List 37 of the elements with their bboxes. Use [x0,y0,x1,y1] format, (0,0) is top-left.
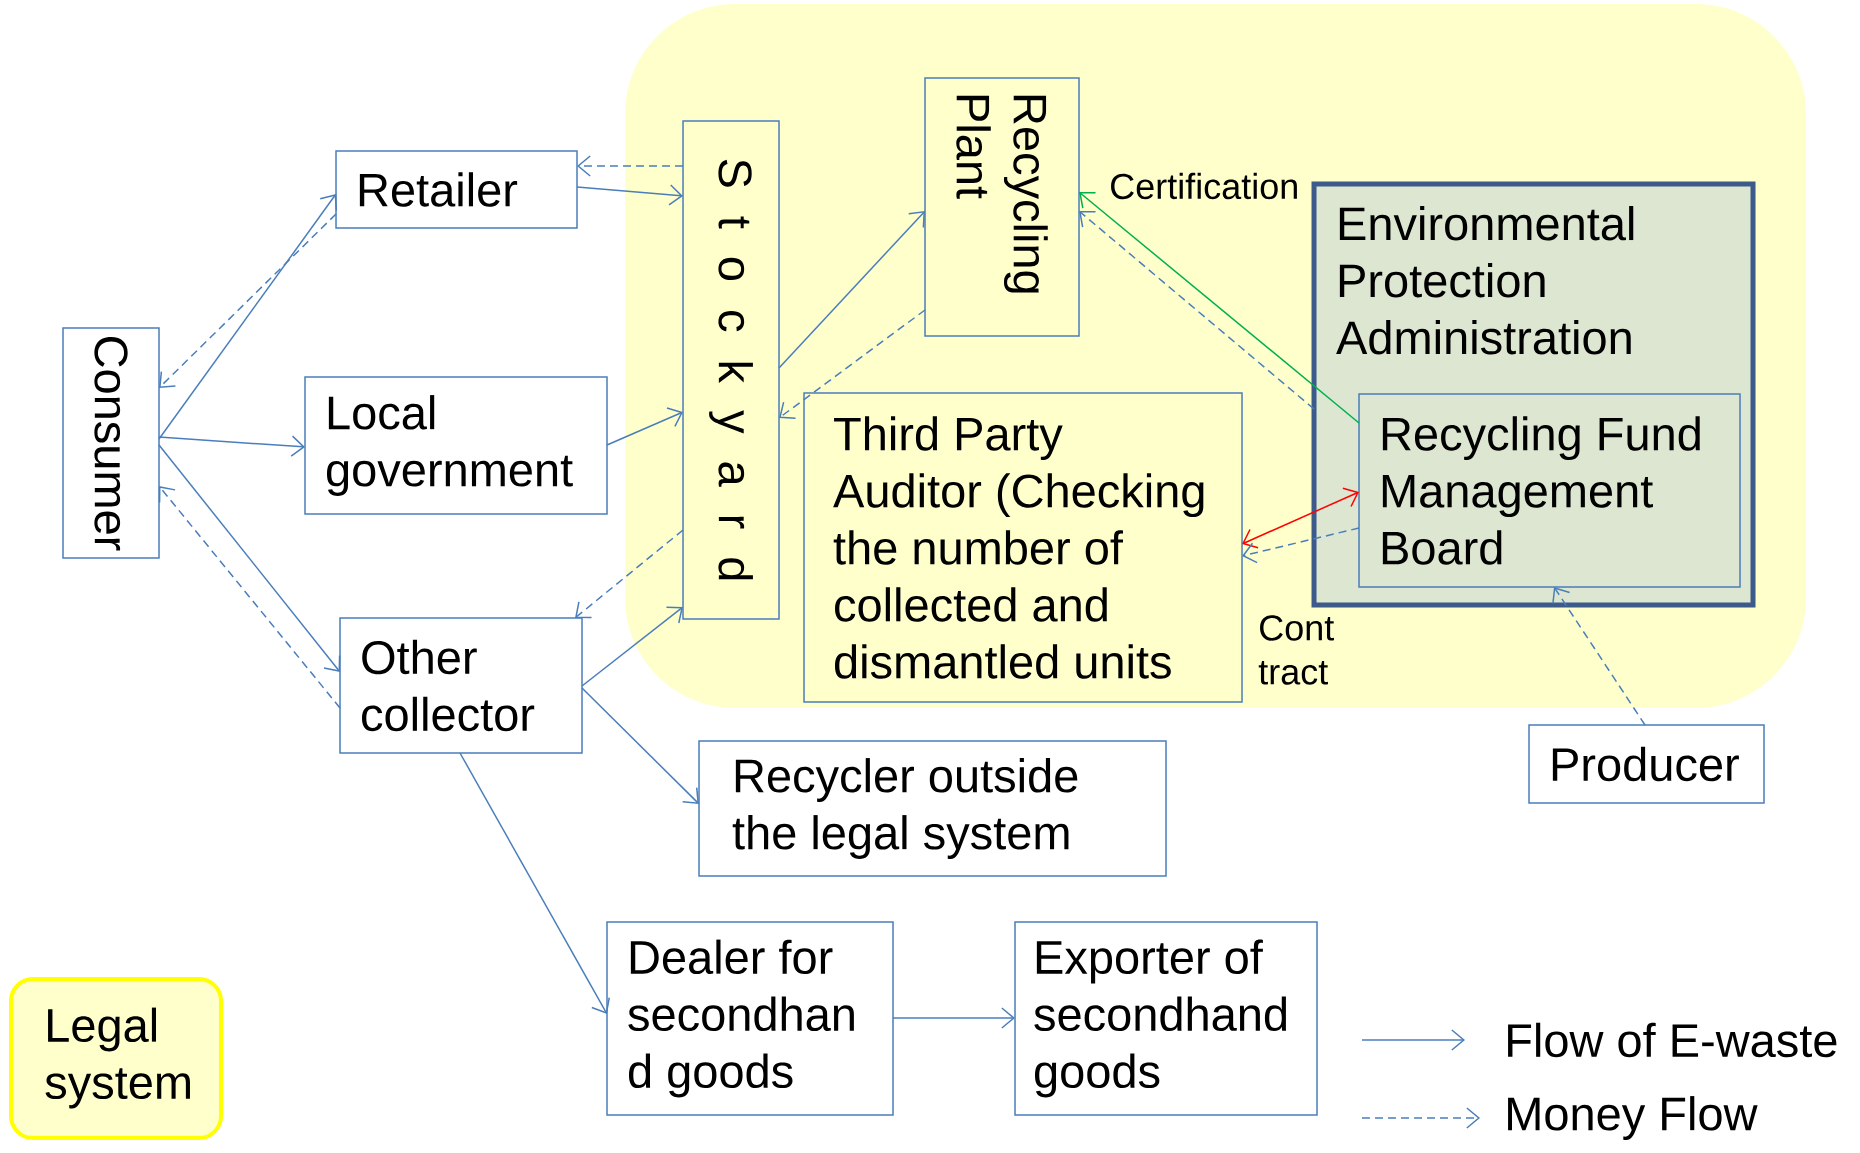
dashed-arrow [577,155,684,177]
entity-box: Exporter of secondhand goods [1014,921,1318,1116]
entity-box: Other collector [339,617,583,754]
arrow [158,194,338,440]
annotation-text: Cont tract [1258,615,1334,685]
entity-box: Producer [1528,724,1765,804]
entity-box: Dealer for secondhan d goods [606,921,894,1116]
entity-box: S t o c k y a r d [682,120,780,620]
arrow [1079,191,1360,424]
arrow [459,752,610,1014]
arrow [606,407,683,446]
arrow [581,687,699,804]
entity-box: Recycler outside the legal system [698,740,1167,877]
arrow [158,444,341,672]
entity-box: Consumer [62,327,160,559]
arrow [581,606,683,687]
entity-box: Local government [304,376,608,515]
arrow [892,1007,1015,1029]
dashed-arrow [159,213,337,388]
entity-box: Third Party Auditor (Checking the number of collected and dismantled units [803,392,1243,703]
annotation-text: Certification [1111,172,1297,200]
legend-text: Money Flow [1508,1096,1758,1140]
dashed-arrow [1242,527,1360,564]
entity-box: Recycling Fund Management Board [1358,393,1741,588]
entity-box: Recycling Plant [924,77,1080,337]
double-arrow [1242,487,1359,549]
legend-text: Flow of E-waste [1508,1022,1837,1058]
dashed-arrow [575,529,684,619]
arrow [778,211,925,369]
dashed-arrow [1079,211,1315,410]
arrow [576,184,683,206]
legend-key: Legal system [9,977,223,1140]
dashed-arrow [779,309,926,419]
dashed-arrow [1552,587,1646,726]
entity-box: Retailer [335,150,578,229]
dashed-arrow [158,486,341,709]
arrow [158,435,305,457]
